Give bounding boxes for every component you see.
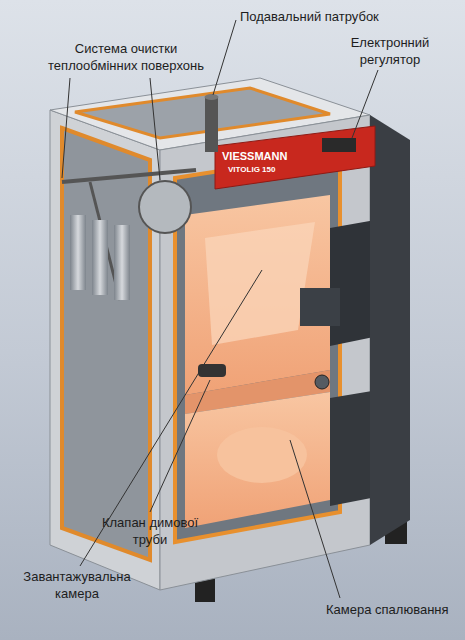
combustion-chamber: [185, 392, 330, 528]
feed-pipe-top: [205, 94, 219, 100]
leader-line: [150, 380, 210, 512]
loading-chamber-shade: [205, 222, 315, 345]
door-knob: [315, 375, 329, 389]
part-label: Система очистки теплообмінних поверхонь: [40, 40, 212, 74]
controller-display: [322, 138, 356, 152]
heat-exchanger-tube: [70, 215, 86, 290]
insulation-cut: [175, 152, 340, 542]
part-label: Клапан димової труби: [95, 514, 205, 548]
flue-valve: [198, 364, 226, 377]
cleaning-disc: [139, 181, 191, 233]
part-label: Подавальний патрубок: [240, 8, 379, 25]
combustion-bowl: [217, 427, 307, 483]
leader-line: [213, 20, 236, 95]
heat-exchanger-tube: [114, 225, 130, 300]
leader-line: [62, 78, 70, 178]
leader-line: [290, 440, 340, 598]
door-handle: [300, 288, 340, 326]
brand-name: VIESSMANN: [222, 150, 287, 163]
housing-edge: [370, 115, 410, 545]
cleaning-rod: [62, 170, 196, 182]
part-label: Завантажувальна камера: [15, 568, 139, 602]
leader-line: [80, 270, 262, 566]
part-label: Камера спалювання: [326, 601, 449, 618]
insulation-cut: [62, 128, 150, 560]
leader-line: [150, 78, 160, 180]
controller-panel: [215, 126, 375, 189]
model-name: VITOLIG 150: [228, 165, 275, 175]
part-label: Електронний регулятор: [338, 34, 442, 68]
leader-line: [352, 70, 378, 138]
feed-pipe: [205, 97, 218, 152]
heat-exchanger-tube: [92, 220, 108, 295]
